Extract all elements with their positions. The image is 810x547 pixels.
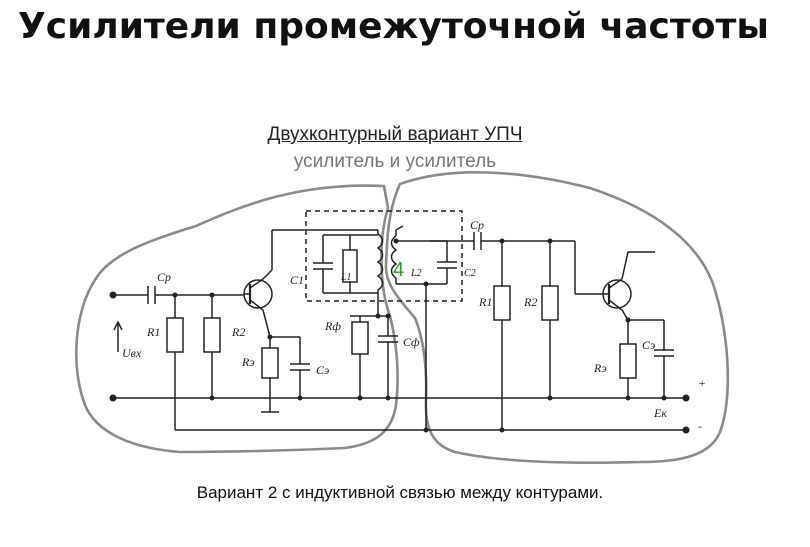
component-labels: Cp R1 R2 Uвх Rэ Cэ C1 L1 L2 C2 Rф Cф Cp … (122, 218, 706, 433)
resistor-r1-right (493, 285, 511, 321)
label-uin: Uвх (122, 346, 142, 360)
label-re-right: Rэ (593, 361, 607, 375)
label-rf: Rф (324, 319, 341, 333)
resistor-rf (351, 321, 369, 355)
circuit-wiring (113, 210, 686, 431)
resistor-re-right (619, 343, 637, 379)
junction-dots (109, 238, 690, 434)
handwritten-mark: 4 (393, 259, 404, 281)
label-l1: L1 (340, 272, 352, 283)
right-stage-outline (384, 171, 730, 464)
label-r2-right: R2 (523, 295, 537, 309)
inductor-l2-coil (390, 235, 398, 279)
label-cp1: Cp (157, 270, 171, 284)
diagram-caption: Вариант 2 с индуктивной связью между кон… (196, 483, 604, 502)
label-c1: C1 (290, 273, 304, 287)
label-re-left: Rэ (241, 355, 255, 369)
label-r1-left: R1 (146, 325, 160, 339)
label-minus: - (698, 419, 702, 433)
handwritten-note: усилитель и усилитель (293, 151, 497, 172)
resistor-re-left (261, 347, 279, 379)
resistor-r2-right (541, 285, 559, 321)
inductor-l1-coil (376, 233, 384, 291)
page-title: Усилители промежуточной частоты (18, 6, 769, 47)
coupling-box (305, 210, 463, 302)
left-stage-outline (75, 184, 399, 454)
label-l2: L2 (410, 268, 422, 279)
ground-terminal-left (109, 394, 117, 402)
label-r1-right: R1 (478, 295, 492, 309)
label-ek: Eк (653, 406, 667, 420)
label-cp2: Cp (470, 218, 484, 232)
label-r2-left: R2 (231, 325, 245, 339)
plus-terminal (682, 394, 690, 402)
label-ce-right: Cэ (642, 338, 655, 352)
transistor-2 (602, 279, 632, 309)
label-ce-left: Cэ (316, 363, 329, 377)
resistor-r1-left (166, 317, 184, 353)
label-cf: Cф (403, 335, 420, 349)
label-plus: + (698, 376, 706, 390)
input-terminal (109, 291, 117, 299)
resistor-r2-left (203, 317, 221, 353)
diagram-subtitle-text: Двухконтурный вариант УПЧ (267, 124, 523, 145)
minus-terminal (682, 426, 690, 434)
handdrawn-outlines (75, 171, 730, 464)
label-c2: C2 (464, 268, 476, 279)
diagram-subtitle: Двухконтурный вариант УПЧ (0, 124, 790, 146)
